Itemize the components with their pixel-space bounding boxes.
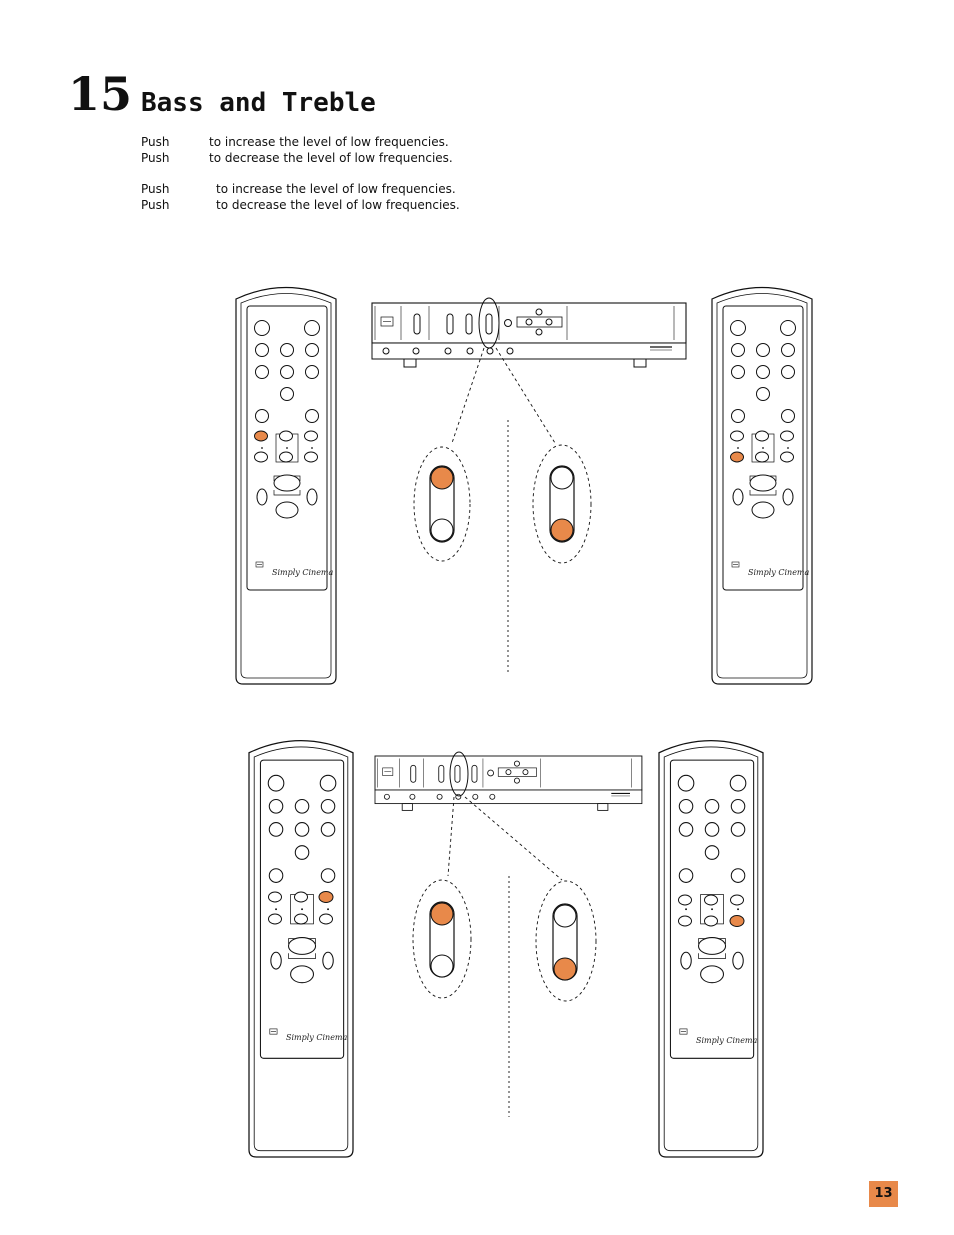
- instruction-push: Push: [141, 151, 170, 165]
- remote-brand-text: Simply Cinema: [696, 1036, 758, 1045]
- instruction-action: to increase the level of low frequencies…: [216, 182, 456, 196]
- bass-rocker-down: [532, 444, 592, 564]
- remote-treble-decrease: Simply Cinema: [658, 740, 764, 1158]
- remote-brand-text: Simply Cinema: [272, 568, 334, 577]
- section-title: Bass and Treble: [141, 88, 376, 118]
- instruction-push: Push: [141, 135, 170, 149]
- instruction-action: to increase the level of low frequencies…: [209, 135, 449, 149]
- bass-rocker-up: [413, 446, 471, 562]
- control-unit-top: [371, 297, 687, 368]
- section-number: 15: [68, 67, 133, 121]
- remote-bass-decrease: Simply Cinema: [711, 286, 813, 685]
- instruction-push: Push: [141, 198, 170, 212]
- instruction-action: to decrease the level of low frequencies…: [216, 198, 460, 212]
- treble-down-button: [729, 915, 745, 927]
- bass-down-button: [730, 451, 744, 463]
- remote-bass-increase: Simply Cinema: [235, 286, 337, 685]
- bass-up-button: [254, 430, 268, 442]
- treble-rocker-up: [412, 879, 472, 999]
- treble-up-button: [318, 891, 334, 903]
- instruction-push: Push: [141, 182, 170, 196]
- treble-rocker-down: [535, 880, 597, 1002]
- page-number: 13: [869, 1181, 898, 1207]
- instruction-action: to decrease the level of low frequencies…: [209, 151, 453, 165]
- remote-brand-text: Simply Cinema: [286, 1033, 348, 1042]
- remote-brand-text: Simply Cinema: [748, 568, 810, 577]
- remote-treble-increase: Simply Cinema: [248, 740, 354, 1158]
- control-unit-bottom: [374, 751, 643, 811]
